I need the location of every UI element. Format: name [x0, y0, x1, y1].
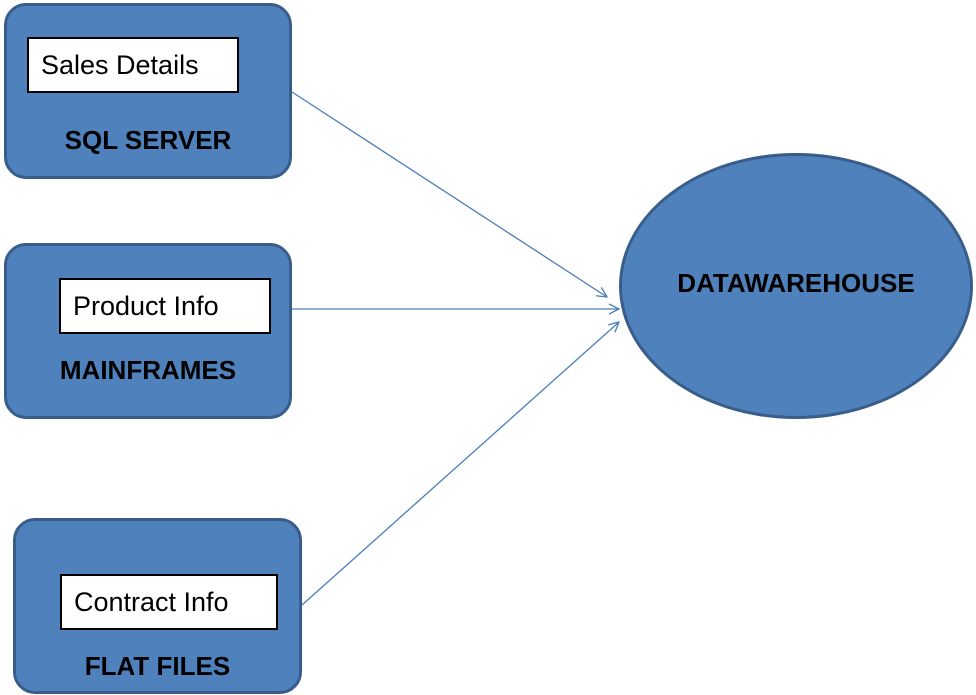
sql-server-label: SQL SERVER: [64, 125, 232, 155]
contract-info-label: Contract Info: [60, 574, 278, 630]
product-info-label: Product Info: [59, 278, 271, 334]
flat-files-label: FLAT FILES: [84, 651, 231, 681]
sales-details-label: Sales Details: [27, 37, 239, 93]
source-sql-server: Sales Details SQL SERVER: [4, 3, 292, 179]
arrow-flat-files-to-datawarehouse: [301, 322, 619, 606]
source-flat-files: Contract Info FLAT FILES: [13, 518, 302, 694]
source-mainframes: Product Info MAINFRAMES: [4, 243, 292, 419]
mainframes-label: MAINFRAMES: [59, 355, 237, 385]
arrow-sql-server-to-datawarehouse: [291, 91, 607, 297]
datawarehouse-ellipse: DATAWAREHOUSE: [619, 153, 973, 419]
datawarehouse-label: DATAWAREHOUSE: [677, 268, 915, 298]
